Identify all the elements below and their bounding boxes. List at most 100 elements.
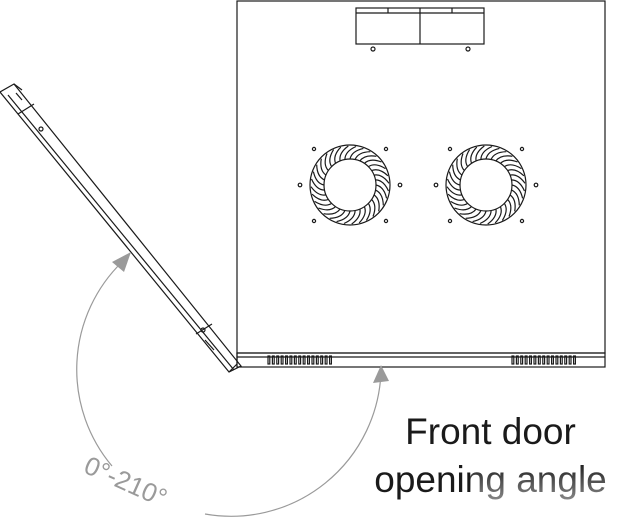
fan-blade (511, 184, 524, 199)
fan-blade (323, 208, 341, 215)
fan-blade (452, 164, 461, 181)
fan-blade (375, 184, 388, 199)
fan-blade (359, 155, 377, 162)
cable-entry-panel (355, 7, 485, 52)
fan-blade (318, 206, 337, 211)
vent-slot (298, 355, 302, 365)
vent-slot (302, 355, 306, 365)
fan-blade (472, 210, 487, 223)
vent-slot (528, 355, 532, 365)
fan-blade (339, 145, 349, 162)
fan-blade (354, 151, 371, 160)
fan-blade (475, 145, 485, 162)
fan-blade (363, 159, 382, 164)
vent-slot (324, 355, 328, 365)
fan-blade (450, 200, 468, 206)
fan-blade (504, 164, 522, 170)
vent-slot (559, 355, 563, 365)
opening-angle-arc (76, 261, 382, 517)
fan-blade (324, 153, 329, 172)
caption-line-1: Front door (405, 411, 576, 452)
fan-left (297, 144, 403, 226)
fan-blade (371, 169, 389, 177)
fan-blade (375, 179, 390, 192)
fan-blade (320, 158, 327, 176)
fan-blade (312, 171, 325, 186)
vent-slot (311, 355, 315, 365)
fan-blade (509, 174, 526, 184)
vent-slot (320, 355, 324, 365)
fan-blade (507, 169, 525, 177)
fan-blade (511, 189, 520, 206)
fan-blade (448, 171, 461, 186)
vent-slot (546, 355, 550, 365)
vent-slot (564, 355, 568, 365)
fan-blade (310, 186, 327, 196)
vent-slot (293, 355, 297, 365)
vent-slot (329, 355, 333, 365)
fan-blade (375, 189, 384, 206)
fan-blade (344, 145, 357, 160)
fan-blade (456, 158, 463, 176)
front-door-open (0, 83, 242, 373)
vent-slot (280, 355, 284, 365)
cabinet-body (236, 0, 606, 354)
vent-slot (537, 355, 541, 365)
vent-slot (524, 355, 528, 365)
fan-blade (329, 149, 335, 167)
fan-blade (470, 146, 478, 164)
fan-blade (465, 149, 471, 167)
fan-blade (460, 153, 465, 172)
arc-arrow-right (373, 365, 389, 383)
fan-blade (499, 159, 518, 164)
vent-slots-right (511, 355, 576, 365)
arc-arrow-top (112, 252, 131, 272)
fan-blade (487, 208, 497, 225)
vent-slots-left (267, 355, 333, 365)
fan-blade (495, 155, 513, 162)
vent-slot (568, 355, 572, 365)
fan-blade (446, 186, 463, 196)
fan-blade (343, 210, 356, 225)
fan-blade (368, 164, 386, 170)
fan-blade (454, 206, 473, 211)
vent-slot (542, 355, 546, 365)
fan-blade (459, 208, 477, 215)
fan-blade (373, 174, 390, 184)
fan-blade (310, 178, 325, 191)
fan-blade (507, 198, 512, 217)
vent-slot (515, 355, 519, 365)
vent-slot (267, 355, 271, 365)
fan-blade (365, 203, 371, 221)
fan-blade (329, 210, 346, 219)
fan-blade (334, 146, 342, 164)
fan-blade (494, 206, 502, 224)
fan-blade (446, 178, 461, 191)
fan-blade (490, 151, 507, 160)
vent-slot (533, 355, 537, 365)
vent-slot (271, 355, 275, 365)
fan-blade (465, 210, 482, 219)
fan-blade (485, 147, 500, 160)
caption-line-2: opening angle (374, 459, 607, 500)
vent-slot (285, 355, 289, 365)
fan-blade (336, 210, 351, 223)
caption: Front door opening angle (348, 408, 633, 504)
fan-blade (351, 208, 361, 225)
vent-slot (550, 355, 554, 365)
vent-slot (520, 355, 524, 365)
fan-blade (311, 193, 329, 201)
vent-slot (511, 355, 515, 365)
vent-slot (555, 355, 559, 365)
fan-blade (373, 194, 380, 212)
vent-slot (276, 355, 280, 365)
fan-blade (358, 206, 366, 224)
fan-blade (371, 198, 376, 217)
vent-slot (289, 355, 293, 365)
vent-slot (572, 355, 576, 365)
fan-right (433, 144, 539, 226)
fan-blade (480, 145, 493, 160)
fan-blade (316, 164, 325, 181)
fan-blade (509, 194, 516, 212)
